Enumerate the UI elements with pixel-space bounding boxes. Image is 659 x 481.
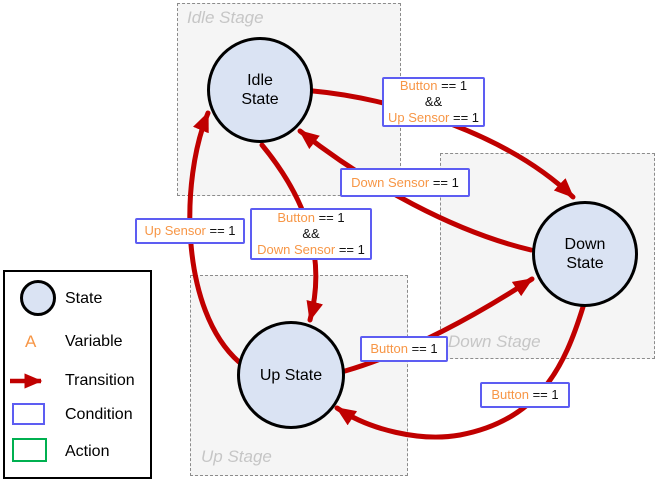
legend-state-label: State [65,290,103,307]
condition-line: Up Sensor == 1 [144,223,235,239]
condition-line: Button == 1 [491,387,558,403]
condition-line: Button == 1 [277,210,344,226]
state-circle-icon [20,280,56,316]
transition-down-to-idle [297,128,534,253]
idle-stage-label: Idle Stage [187,8,264,27]
condition-operator: == 1 [314,210,345,225]
variable-name: Button [491,387,529,402]
idle-state-label-line1: Idle [247,72,273,89]
transition-down-to-up [334,304,586,440]
down-stage-label: Down Stage [448,332,541,351]
condition-idle-to-down: Button == 1 && Up Sensor == 1 [382,77,485,127]
legend-panel: State A Variable Transition Condition Ac… [3,270,152,479]
condition-line: Down Sensor == 1 [351,175,459,191]
idle-state-label-line2: State [241,91,279,108]
up-stage-label: Up Stage [201,447,272,466]
condition-operator: && [302,226,320,241]
condition-operator: == 1 [429,174,459,190]
condition-operator: == 1 [437,78,468,93]
transition-up-to-down [342,276,535,374]
condition-down-to-idle: Down Sensor == 1 [340,168,470,197]
condition-line: Down Sensor == 1 [257,242,365,258]
condition-box-icon [12,403,45,425]
condition-operator: == 1 [407,341,438,356]
condition-line: && [425,94,442,110]
down-state-label-line1: Down [564,236,606,253]
variable-name: Up Sensor [387,110,450,125]
up-state-node: Up State [237,321,345,429]
condition-operator: == 1 [205,223,236,238]
variable-name: Button [277,210,315,225]
legend-transition-label: Transition [65,372,135,389]
variable-name: Down Sensor [351,174,430,190]
condition-idle-to-up: Button == 1 && Down Sensor == 1 [250,208,372,260]
down-state-label-line2: State [566,255,604,272]
condition-operator: && [424,94,443,109]
variable-name: Up Sensor [144,223,206,238]
variable-letter-icon: A [25,332,37,351]
legend-variable-label: Variable [65,333,123,350]
legend-condition-label: Condition [65,406,133,423]
condition-line: && [302,226,319,242]
condition-up-to-idle: Up Sensor == 1 [135,218,245,244]
variable-name: Button [399,78,438,93]
condition-line: Button == 1 [400,78,467,94]
condition-operator: == 1 [528,387,559,402]
condition-line: Up Sensor == 1 [388,110,479,126]
legend-action-label: Action [65,443,110,460]
up-state-label: Up State [259,366,323,384]
condition-line: Button == 1 [370,341,437,357]
condition-operator: == 1 [449,110,480,125]
variable-name: Down Sensor [257,242,336,257]
idle-state-node: Idle State [207,37,313,143]
action-box-icon [12,438,47,462]
down-state-node: Down State [532,201,638,307]
variable-name: Button [370,341,408,356]
condition-up-to-down: Button == 1 [360,336,448,362]
condition-down-to-up: Button == 1 [480,382,570,408]
transition-arrow-icon [10,373,43,389]
condition-operator: == 1 [335,242,365,257]
